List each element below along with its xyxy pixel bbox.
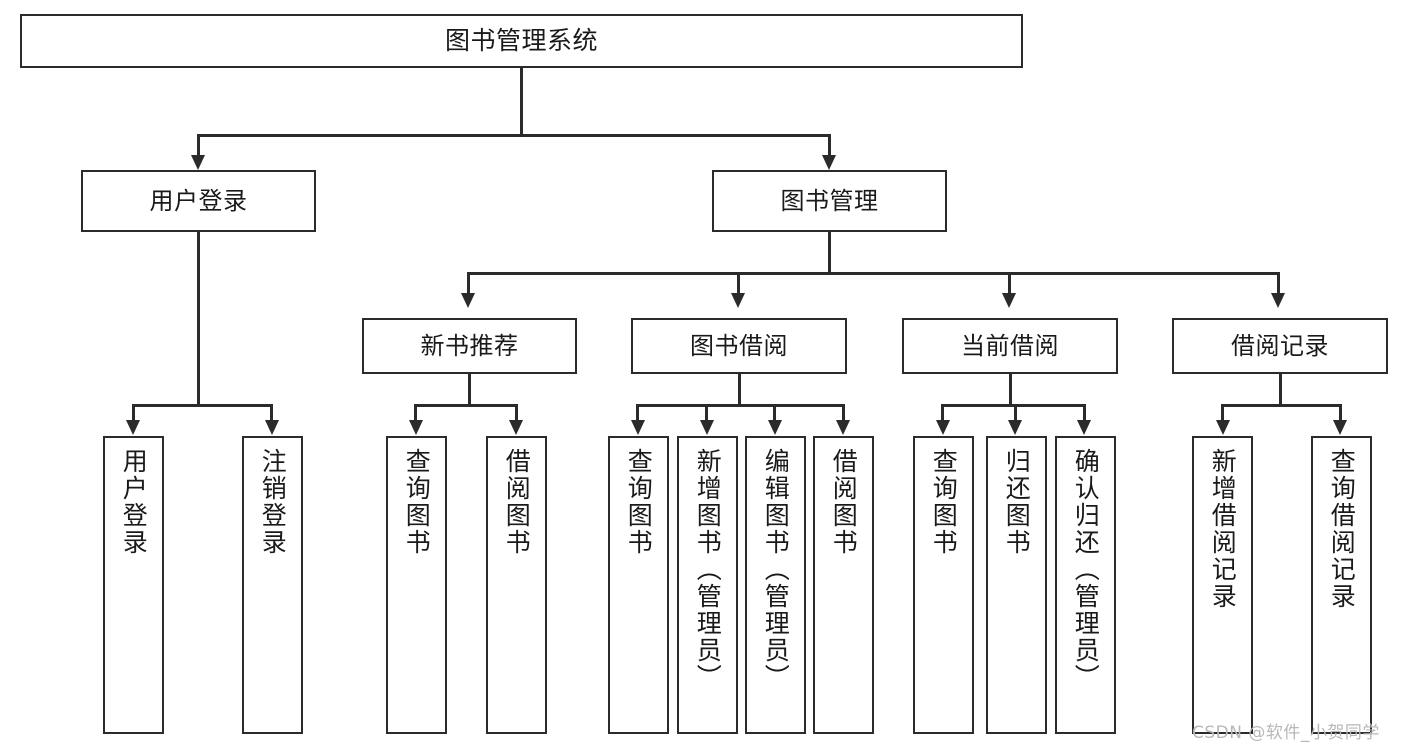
node-borrow-record-label: 借阅记录 bbox=[1231, 331, 1329, 360]
connector-nbr-drop-2 bbox=[515, 404, 518, 422]
arrow-to-book-borrow bbox=[731, 293, 745, 308]
arrow-to-leaf-user-login bbox=[126, 420, 140, 435]
node-book-management[interactable]: 图书管理 bbox=[712, 170, 947, 232]
connector-to-book-borrow bbox=[737, 272, 740, 294]
connector-bb-drop-4 bbox=[842, 404, 845, 422]
connector-user-login-drop-2 bbox=[270, 404, 273, 422]
node-leaf-confirm-return-label: 确认归还（管理员） bbox=[1071, 448, 1101, 691]
arrow-to-leaf-edit-book bbox=[768, 420, 782, 435]
connector-br-drop-1 bbox=[1221, 404, 1224, 422]
arrow-to-leaf-add-borrow-record bbox=[1216, 420, 1230, 435]
arrow-to-leaf-borrow-book-2 bbox=[836, 420, 850, 435]
node-leaf-user-logout-label: 注销登录 bbox=[258, 448, 288, 556]
arrow-to-leaf-confirm-return bbox=[1077, 420, 1091, 435]
arrow-to-new-book-recommend bbox=[461, 293, 475, 308]
node-leaf-edit-book[interactable]: 编辑图书（管理员） bbox=[745, 436, 806, 734]
arrow-to-leaf-user-logout bbox=[265, 420, 279, 435]
connector-current-borrow-stem bbox=[1009, 374, 1012, 406]
connector-to-borrow-record bbox=[1277, 272, 1280, 294]
node-leaf-query-book-2-label: 查询图书 bbox=[624, 448, 654, 556]
connector-book-management-stem bbox=[828, 232, 831, 274]
connector-user-login-bus bbox=[132, 404, 272, 407]
node-book-borrow[interactable]: 图书借阅 bbox=[631, 318, 847, 374]
node-leaf-add-borrow-record[interactable]: 新增借阅记录 bbox=[1192, 436, 1253, 734]
connector-user-login-stem bbox=[197, 232, 200, 406]
node-leaf-user-logout[interactable]: 注销登录 bbox=[242, 436, 303, 734]
connector-br-drop-2 bbox=[1339, 404, 1342, 422]
node-book-management-label: 图书管理 bbox=[780, 186, 879, 215]
connector-root-bus bbox=[197, 134, 829, 137]
arrow-to-leaf-query-book-1 bbox=[409, 420, 423, 435]
arrow-to-user-login bbox=[191, 155, 205, 170]
node-leaf-return-book[interactable]: 归还图书 bbox=[986, 436, 1047, 734]
connector-current-borrow-bus bbox=[941, 404, 1085, 407]
node-current-borrow[interactable]: 当前借阅 bbox=[902, 318, 1118, 374]
node-user-login[interactable]: 用户登录 bbox=[81, 170, 316, 232]
node-leaf-add-book-label: 新增图书（管理员） bbox=[693, 448, 723, 691]
node-borrow-record[interactable]: 借阅记录 bbox=[1172, 318, 1388, 374]
connector-level3-bus bbox=[467, 272, 1279, 275]
arrow-to-borrow-record bbox=[1271, 293, 1285, 308]
node-new-book-recommend-label: 新书推荐 bbox=[420, 331, 519, 360]
node-leaf-borrow-book-2-label: 借阅图书 bbox=[829, 448, 859, 556]
node-user-login-label: 用户登录 bbox=[149, 186, 248, 215]
connector-bb-drop-1 bbox=[636, 404, 639, 422]
arrow-to-leaf-query-book-2 bbox=[631, 420, 645, 435]
connector-root-to-book-management bbox=[828, 134, 831, 156]
node-leaf-borrow-book-1[interactable]: 借阅图书 bbox=[486, 436, 547, 734]
node-leaf-query-borrow-record-label: 查询借阅记录 bbox=[1327, 448, 1357, 610]
connector-book-borrow-bus bbox=[636, 404, 844, 407]
connector-root-stem bbox=[520, 68, 523, 136]
node-leaf-query-book-1-label: 查询图书 bbox=[402, 448, 432, 556]
arrow-to-current-borrow bbox=[1002, 293, 1016, 308]
arrow-to-book-management bbox=[822, 155, 836, 170]
node-leaf-query-book-3[interactable]: 查询图书 bbox=[913, 436, 974, 734]
connector-to-new-book-recommend bbox=[467, 272, 470, 294]
connector-cb-drop-2 bbox=[1014, 404, 1017, 422]
arrow-to-leaf-query-book-3 bbox=[936, 420, 950, 435]
connector-bb-drop-3 bbox=[773, 404, 776, 422]
connector-book-borrow-stem bbox=[738, 374, 741, 406]
node-leaf-add-book[interactable]: 新增图书（管理员） bbox=[677, 436, 738, 734]
node-book-borrow-label: 图书借阅 bbox=[690, 331, 788, 360]
arrow-to-leaf-add-book bbox=[700, 420, 714, 435]
connector-new-book-recommend-bus bbox=[414, 404, 517, 407]
node-new-book-recommend[interactable]: 新书推荐 bbox=[362, 318, 577, 374]
node-leaf-add-borrow-record-label: 新增借阅记录 bbox=[1208, 448, 1238, 610]
connector-bb-drop-2 bbox=[705, 404, 708, 422]
node-leaf-borrow-book-2[interactable]: 借阅图书 bbox=[813, 436, 874, 734]
node-leaf-query-book-1[interactable]: 查询图书 bbox=[386, 436, 447, 734]
arrow-to-leaf-query-borrow-record bbox=[1333, 420, 1347, 435]
node-current-borrow-label: 当前借阅 bbox=[961, 331, 1059, 360]
node-leaf-return-book-label: 归还图书 bbox=[1002, 448, 1032, 556]
node-leaf-query-book-2[interactable]: 查询图书 bbox=[608, 436, 669, 734]
connector-borrow-record-stem bbox=[1279, 374, 1282, 406]
arrow-to-leaf-borrow-book-1 bbox=[509, 420, 523, 435]
connector-user-login-drop-1 bbox=[132, 404, 135, 422]
connector-cb-drop-1 bbox=[941, 404, 944, 422]
node-leaf-user-login-label: 用户登录 bbox=[119, 448, 149, 556]
connector-new-book-recommend-stem bbox=[468, 374, 471, 406]
node-leaf-edit-book-label: 编辑图书（管理员） bbox=[761, 448, 791, 691]
node-leaf-user-login[interactable]: 用户登录 bbox=[103, 436, 164, 734]
node-leaf-borrow-book-1-label: 借阅图书 bbox=[502, 448, 532, 556]
arrow-to-leaf-return-book bbox=[1008, 420, 1022, 435]
connector-root-to-user-login bbox=[197, 134, 200, 156]
csdn-watermark: CSDN @软件_小贺同学 bbox=[1192, 723, 1380, 743]
node-leaf-query-book-3-label: 查询图书 bbox=[929, 448, 959, 556]
node-leaf-confirm-return[interactable]: 确认归还（管理员） bbox=[1055, 436, 1116, 734]
connector-to-current-borrow bbox=[1008, 272, 1011, 294]
node-root[interactable]: 图书管理系统 bbox=[20, 14, 1023, 68]
node-leaf-query-borrow-record[interactable]: 查询借阅记录 bbox=[1311, 436, 1372, 734]
connector-cb-drop-3 bbox=[1083, 404, 1086, 422]
node-root-label: 图书管理系统 bbox=[444, 26, 598, 55]
connector-borrow-record-bus bbox=[1221, 404, 1341, 407]
connector-nbr-drop-1 bbox=[414, 404, 417, 422]
